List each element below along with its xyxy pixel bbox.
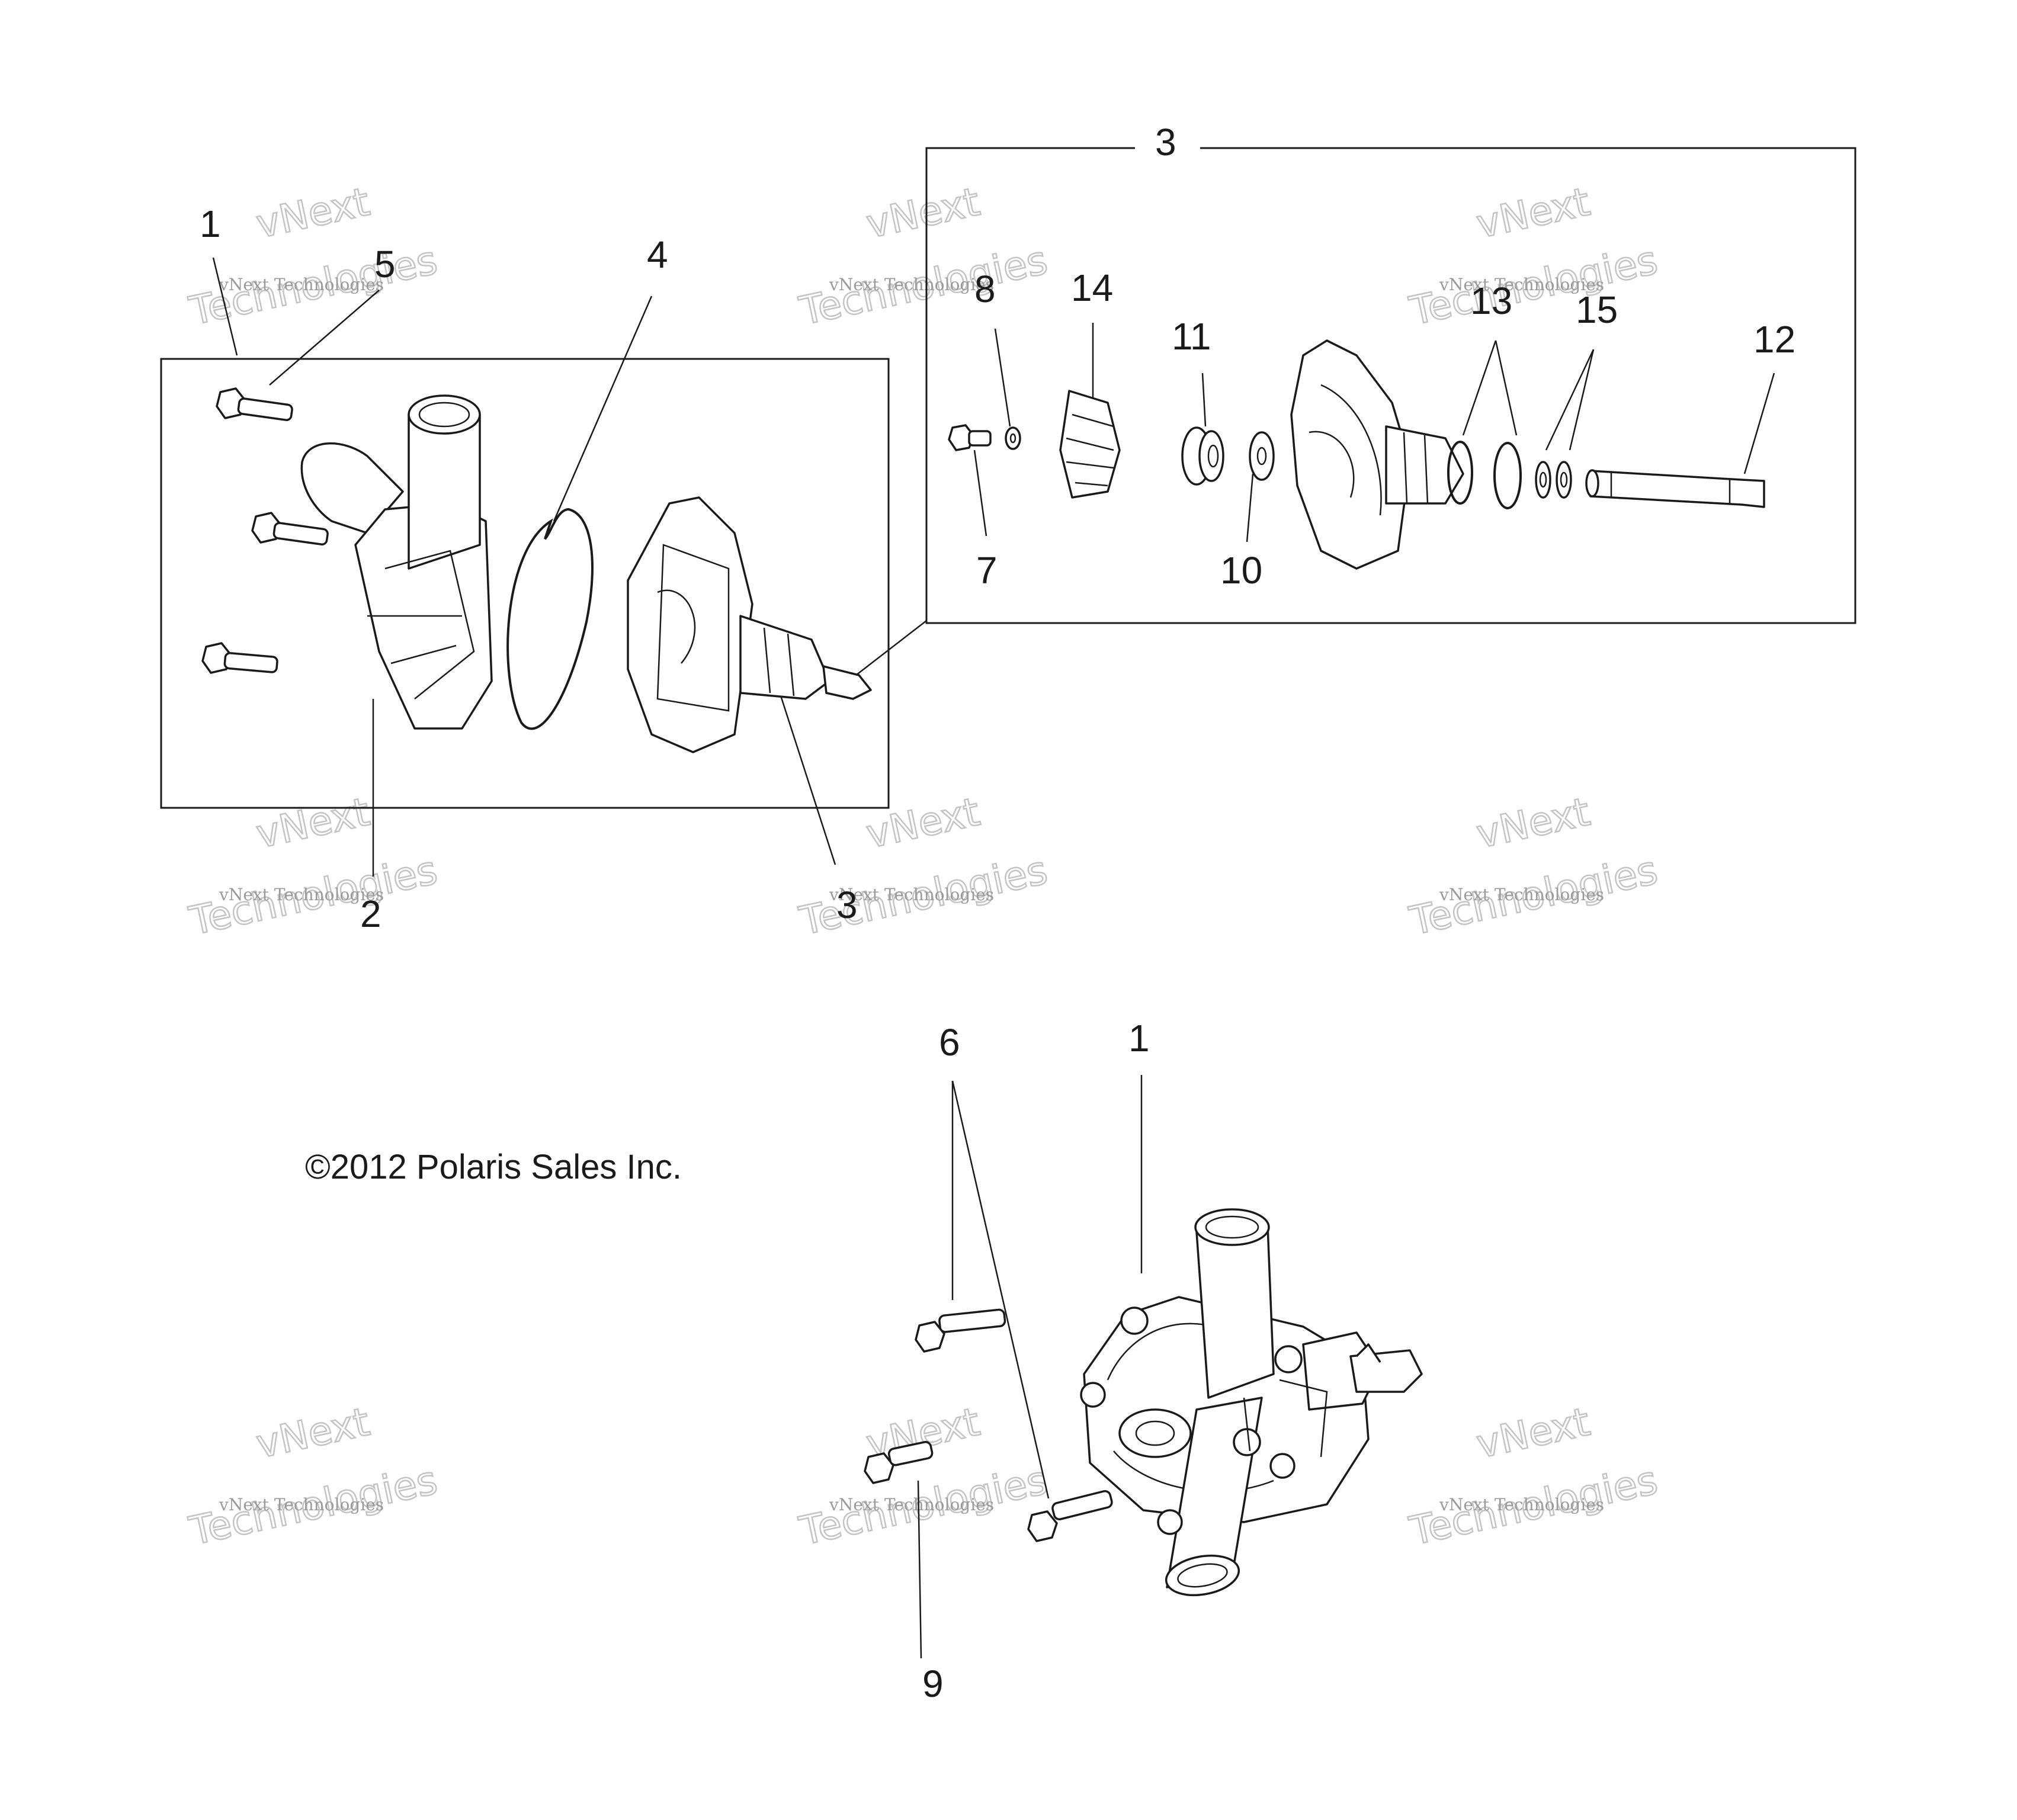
bolt-part-6 xyxy=(915,1308,1006,1353)
svg-text:vNext Technologies: vNext Technologies xyxy=(219,275,384,294)
leader-9 xyxy=(917,1480,922,1659)
leader-15b xyxy=(1569,349,1595,451)
washer-part-15 xyxy=(1535,461,1572,499)
o-ring-part-4 xyxy=(506,508,594,730)
water-pump-cover-part-2 xyxy=(300,394,493,730)
impeller-part-14 xyxy=(1059,390,1121,499)
callout-5: 5 xyxy=(374,243,396,285)
watermark: vNext Technologies vNext Technologies xyxy=(1405,788,1662,945)
svg-text:vNext Technologies: vNext Technologies xyxy=(219,885,384,904)
callout-3: 3 xyxy=(1155,121,1176,163)
leader-13a xyxy=(1462,340,1497,436)
callout-labels: 1 5 4 3 2 3 8 14 11 13 15 12 7 10 6 1 9 xyxy=(200,121,1795,1705)
svg-text:vNext: vNext xyxy=(862,789,984,857)
bolt-part-7 xyxy=(948,424,992,451)
callout-13: 13 xyxy=(1470,280,1512,322)
water-pump-impeller-housing-part-3 xyxy=(627,496,872,753)
o-ring-part-13 xyxy=(1447,441,1522,509)
watermark: vNext Technologies vNext Technologies xyxy=(1405,178,1662,335)
bolt-part-9 xyxy=(864,1440,934,1484)
callout-6: 6 xyxy=(939,1021,960,1064)
leader-10 xyxy=(1246,473,1254,543)
callout-10: 10 xyxy=(1220,549,1262,592)
leader-12 xyxy=(1743,373,1775,474)
box-label-gap xyxy=(1135,130,1200,166)
watermark-group: vNext Technologies vNext Technologies vN… xyxy=(185,178,1662,1555)
watermark: vNext Technologies vNext Technologies xyxy=(795,1398,1052,1555)
leader-11 xyxy=(1201,373,1207,427)
callout-1: 1 xyxy=(1128,1017,1150,1060)
leader-3-kit xyxy=(855,620,927,676)
leader-8 xyxy=(994,328,1011,427)
callout-2: 2 xyxy=(360,893,381,935)
pump-housing-part xyxy=(1290,339,1464,570)
watermark: vNext Technologies vNext Technologies xyxy=(185,1398,442,1555)
svg-text:vNext: vNext xyxy=(1473,1399,1594,1467)
svg-text:vNext Technologies: vNext Technologies xyxy=(1439,275,1604,294)
leader-4 xyxy=(553,296,653,522)
callout-3: 3 xyxy=(836,884,858,926)
svg-text:vNext: vNext xyxy=(252,789,374,857)
washer-part-8 xyxy=(1005,426,1021,450)
washer-part-10 xyxy=(1249,431,1275,481)
watermark: vNext Technologies vNext Technologies xyxy=(185,788,442,945)
callout-11: 11 xyxy=(1172,315,1211,358)
svg-text:vNext Technologies: vNext Technologies xyxy=(219,1495,384,1514)
svg-text:vNext Technologies: vNext Technologies xyxy=(829,1495,994,1514)
svg-text:vNext: vNext xyxy=(1473,789,1594,857)
bolt-part xyxy=(201,642,278,674)
svg-text:vNext Technologies: vNext Technologies xyxy=(1439,885,1604,904)
svg-text:vNext Technologies: vNext Technologies xyxy=(829,275,994,294)
callout-7: 7 xyxy=(976,549,998,592)
callout-1: 1 xyxy=(200,203,221,245)
callout-15: 15 xyxy=(1576,288,1618,331)
watermark: vNext Technologies vNext Technologies xyxy=(795,788,1052,945)
svg-text:vNext: vNext xyxy=(252,179,374,247)
leader-13b xyxy=(1495,340,1518,436)
svg-text:vNext: vNext xyxy=(252,1399,374,1467)
copyright-text: ©2012 Polaris Sales Inc. xyxy=(305,1148,682,1186)
assembly-box-pump xyxy=(160,358,890,809)
svg-text:vNext Technologies: vNext Technologies xyxy=(829,885,994,904)
watermark: vNext Technologies vNext Technologies xyxy=(185,178,442,335)
leader-7 xyxy=(973,450,987,537)
shaft-part-12 xyxy=(1585,469,1765,508)
assembly-box-kit xyxy=(925,147,1856,624)
callout-14: 14 xyxy=(1071,267,1113,309)
callout-9: 9 xyxy=(922,1662,944,1705)
bolt-part-6 xyxy=(1027,1490,1113,1542)
leader-15a xyxy=(1545,349,1595,451)
water-pump-assembly-part-1 xyxy=(1080,1208,1423,1597)
leader-6b xyxy=(951,1080,1050,1499)
callout-4: 4 xyxy=(647,233,668,276)
bolt-part xyxy=(251,512,329,545)
callout-12: 12 xyxy=(1753,318,1795,361)
watermark: vNext Technologies vNext Technologies xyxy=(1405,1398,1662,1555)
leader-3-lower xyxy=(775,681,836,865)
watermark: vNext Technologies vNext Technologies xyxy=(795,178,1052,335)
callout-8: 8 xyxy=(974,268,996,310)
seal-part-11 xyxy=(1181,426,1224,486)
svg-text:vNext: vNext xyxy=(862,179,984,247)
leader-lines xyxy=(212,257,1775,1659)
leader-1-top xyxy=(212,257,238,356)
svg-text:vNext Technologies: vNext Technologies xyxy=(1439,1495,1604,1514)
svg-text:vNext: vNext xyxy=(1473,179,1594,247)
bolt-part-5 xyxy=(216,387,293,421)
leader-5 xyxy=(269,290,380,386)
